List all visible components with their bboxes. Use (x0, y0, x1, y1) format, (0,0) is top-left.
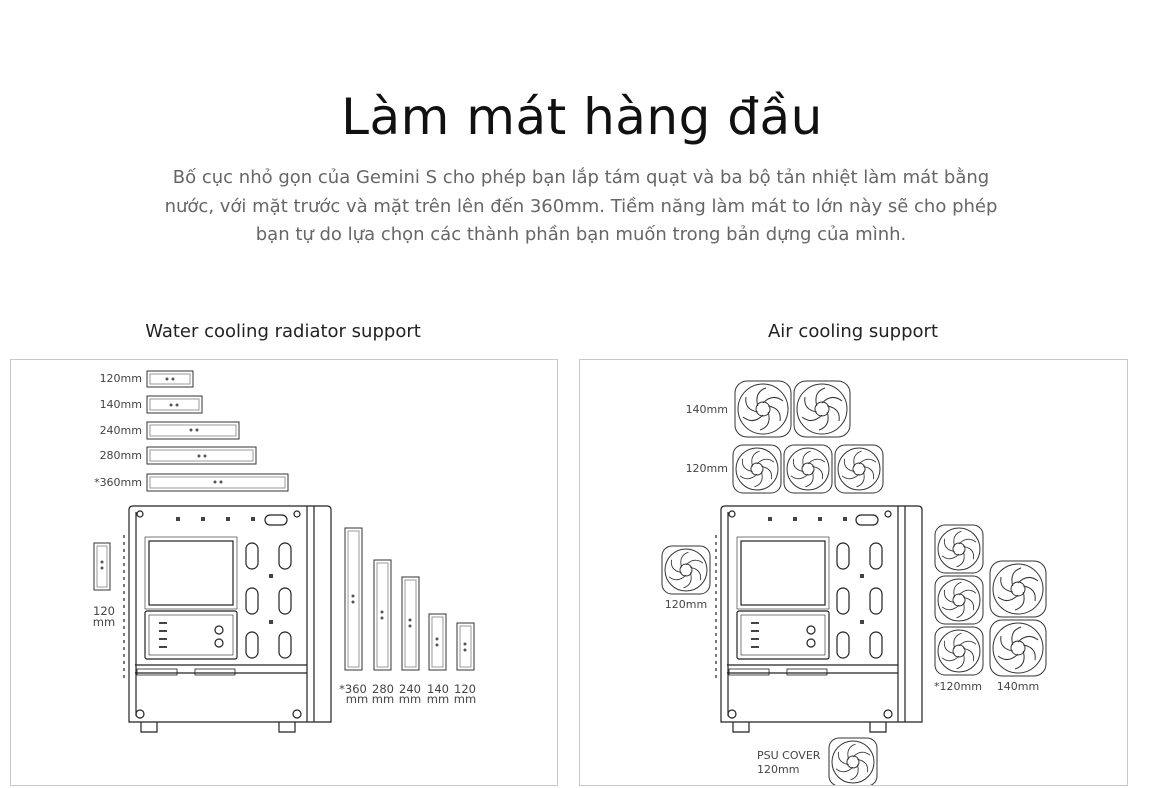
top-radiator-140 (146, 395, 203, 414)
front-fan-120-1 (934, 524, 984, 574)
air-top-120-label: 120mm (686, 462, 728, 475)
front-fan-140-2 (989, 619, 1047, 677)
pc-case-drawing-air (715, 505, 923, 733)
rear-fan-120 (661, 545, 711, 595)
front-280-label: 280 (372, 682, 394, 696)
top-radiator-240 (146, 421, 240, 440)
rear-120-label: 120 (93, 604, 115, 618)
air-cooling-panel: 140mm 120mm 120mm *120mm 140mm PSU COVER… (579, 359, 1128, 786)
front-fan-120-2 (934, 575, 984, 625)
front-radiator-140 (428, 613, 447, 671)
front-140-unit: mm (427, 692, 449, 706)
air-front-120-label: *120mm (934, 680, 982, 693)
air-top-140-label: 140mm (686, 403, 728, 416)
top-280-label: 280mm (100, 449, 142, 462)
top-240-label: 240mm (100, 424, 142, 437)
top-radiator-280 (146, 446, 257, 465)
air-front-140-label: 140mm (997, 680, 1039, 693)
front-240-unit: mm (399, 692, 421, 706)
air-rear-120-label: 120mm (665, 598, 707, 611)
water-cooling-panel: 120mm 140mm 240mm 280mm *360mm 120 mm *3… (10, 359, 558, 786)
top-fan-140-2 (793, 380, 851, 438)
page-description: Bố cục nhỏ gọn của Gemini S cho phép bạn… (164, 167, 998, 245)
front-360-unit: mm (346, 692, 368, 706)
front-120-unit: mm (454, 692, 476, 706)
psu-cover-label: PSU COVER (757, 749, 821, 762)
front-radiator-240 (401, 576, 420, 671)
front-280-unit: mm (372, 692, 394, 706)
psu-cover-fan-120 (828, 737, 878, 785)
front-radiator-120 (456, 622, 475, 671)
top-fan-120-2 (783, 444, 833, 494)
water-cooling-diagram: 120mm 140mm 240mm 280mm *360mm 120 mm *3… (93, 370, 476, 733)
front-140-label: 140 (427, 682, 449, 696)
top-fan-140-1 (734, 380, 792, 438)
top-140-label: 140mm (100, 398, 142, 411)
front-fan-120-3 (934, 626, 984, 676)
top-radiator-360 (146, 473, 289, 492)
rear-radiator-120 (93, 542, 111, 591)
top-360-label: *360mm (94, 476, 142, 489)
top-120-label: 120mm (100, 372, 142, 385)
rear-mm-label: mm (93, 615, 115, 629)
psu-cover-size-label: 120mm (757, 763, 799, 776)
front-120-label: 120 (454, 682, 476, 696)
top-radiator-120 (146, 370, 194, 388)
pc-case-drawing (123, 505, 332, 733)
top-fan-120-1 (732, 444, 782, 494)
front-360-label: *360 (339, 682, 367, 696)
page-title: Làm mát hàng đầu (341, 88, 823, 146)
top-fan-120-3 (834, 444, 884, 494)
air-cooling-diagram: 140mm 120mm 120mm *120mm 140mm PSU COVER… (661, 380, 1047, 785)
water-cooling-title: Water cooling radiator support (145, 321, 421, 342)
front-radiator-360 (344, 527, 363, 671)
air-cooling-title: Air cooling support (767, 321, 939, 342)
front-radiator-280 (373, 559, 392, 671)
front-240-label: 240 (399, 682, 421, 696)
front-fan-140-1 (989, 560, 1047, 618)
